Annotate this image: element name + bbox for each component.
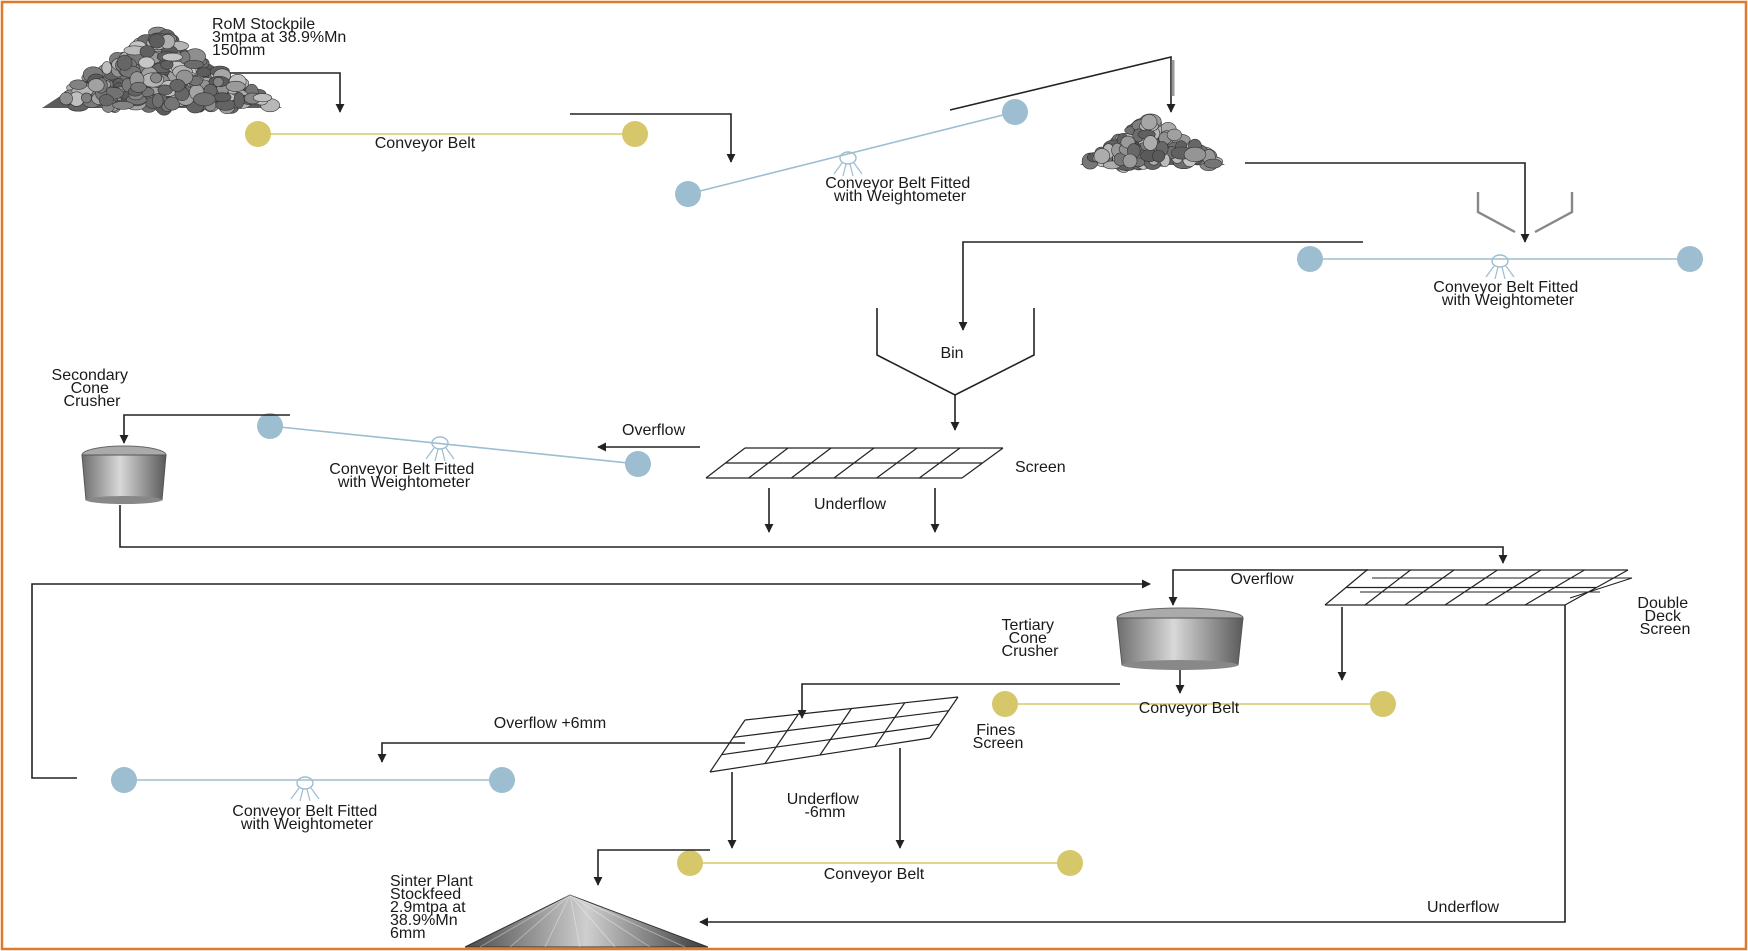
screen-icon — [705, 447, 1004, 479]
bin-label: Bin — [940, 345, 963, 362]
weigh2-to-bin-arrow — [958, 241, 1363, 331]
weightometer-icon — [425, 436, 455, 462]
intermediate-stockpile-icon — [1080, 113, 1225, 173]
stockpile-to-weigh2-arrow — [1245, 162, 1530, 243]
overflow6-label: Overflow +6mm — [494, 715, 606, 732]
secondary-to-ddscreen-arrow — [119, 505, 1508, 564]
overflow2-label: Overflow — [1230, 571, 1294, 588]
conveyor-belt-1 — [245, 121, 648, 147]
weighbelt-4 — [111, 767, 515, 802]
sinter-label: Sinter Plant Stockfeed 2.9mtpa at 38.9%M… — [390, 873, 477, 942]
rom-label: RoM Stockpile 3mtpa at 38.9%Mn 150mm — [212, 16, 351, 59]
weightometer-icon — [290, 776, 320, 802]
belt3-label: Conveyor Belt — [824, 866, 925, 883]
weigh3-label: Conveyor Belt Fitted with Weightometer — [329, 461, 478, 491]
underflow6-label: Underflow -6mm — [787, 791, 863, 821]
weighbelt-2 — [1297, 246, 1703, 280]
rom-to-belt-arrow — [230, 72, 345, 113]
weightometer-icon — [833, 151, 863, 177]
ddscreen-overflow-arrow — [1168, 569, 1368, 606]
underflow2-label: Underflow — [1427, 899, 1499, 916]
fines-screen-icon — [709, 696, 959, 773]
feed-hopper-icon — [1476, 192, 1574, 234]
screen-label: Screen — [1015, 459, 1066, 476]
secondary-label: Secondary Cone Crusher — [52, 367, 133, 410]
weigh1-discharge-arrow — [949, 55, 1176, 113]
secondary-crusher-icon — [81, 445, 167, 504]
tertiary-label: Tertiary Cone Crusher — [1002, 617, 1060, 660]
belt1-to-weigh1-arrow — [570, 113, 736, 163]
belt1-label: Conveyor Belt — [375, 135, 476, 152]
ddscreen-underflow-to-sinter-arrow — [699, 605, 1566, 927]
fines-overflow-arrow — [377, 742, 745, 763]
weigh4-label: Conveyor Belt Fitted with Weightometer — [232, 803, 381, 833]
overflow1-label: Overflow — [622, 422, 686, 439]
belt3-to-sinter-arrow — [593, 849, 710, 886]
rom-stockpile-icon — [42, 26, 282, 116]
weigh3-to-secondary-arrow — [119, 414, 290, 444]
conveyor-belt-3 — [677, 850, 1083, 876]
tertiary-crusher-icon — [1116, 607, 1244, 670]
weigh1-label: Conveyor Belt Fitted with Weightometer — [825, 175, 974, 205]
fines-label: Fines Screen — [973, 722, 1024, 752]
weighbelt-3 — [257, 413, 651, 477]
ddscreen-label: Double Deck Screen — [1637, 595, 1692, 638]
sinter-stockpile-icon — [464, 894, 709, 948]
conveyor-belt-2 — [992, 691, 1396, 717]
weightometer-icon — [1485, 254, 1515, 280]
underflow1-label: Underflow — [814, 496, 886, 513]
weigh2-label: Conveyor Belt Fitted with Weightometer — [1433, 279, 1582, 309]
recycle-to-tertiary-arrow — [31, 579, 1151, 779]
belt2-to-fines-arrow — [797, 683, 1120, 719]
belt2-label: Conveyor Belt — [1139, 700, 1240, 717]
weighbelt-1 — [675, 99, 1028, 207]
double-deck-screen-icon — [1324, 569, 1633, 606]
